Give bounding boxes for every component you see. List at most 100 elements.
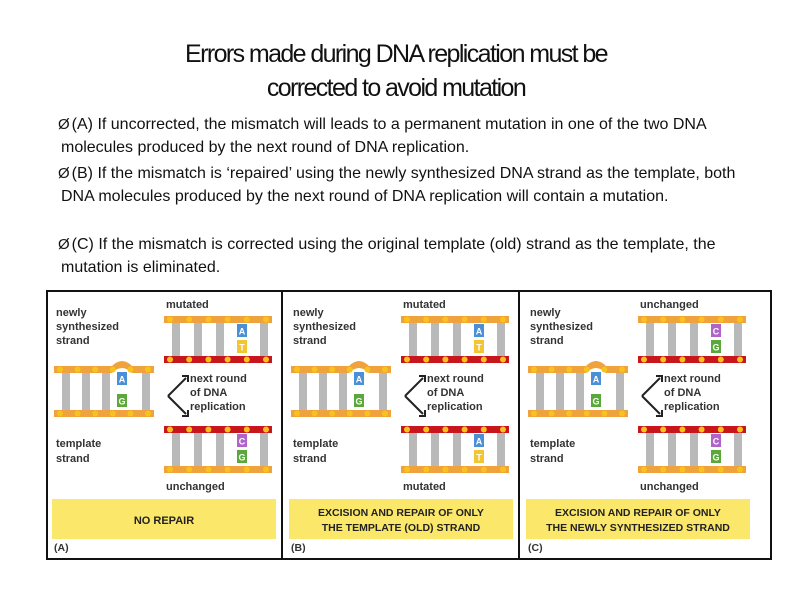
phosphate-dot	[500, 316, 506, 323]
phosphate-dot	[186, 426, 193, 433]
next-round-label: replication	[427, 401, 483, 413]
newly-synthesized-label: strand	[530, 335, 564, 347]
phosphate-dot	[641, 466, 647, 473]
phosphate-dot	[737, 356, 743, 363]
phosphate-dot	[205, 466, 212, 473]
base-letter: C	[239, 437, 246, 447]
phosphate-dot	[329, 410, 336, 417]
dna-backbone	[401, 356, 509, 363]
dna-backbone	[638, 466, 746, 473]
base-letter: G	[712, 453, 719, 463]
phosphate-dot	[263, 426, 269, 433]
phosphate-dot	[548, 410, 555, 417]
dna-backbone	[638, 316, 746, 323]
next-round-label: replication	[664, 401, 720, 413]
phosphate-dot	[566, 410, 573, 417]
base-A	[591, 372, 601, 385]
arrow-up-icon	[404, 377, 424, 397]
newly-synthesized-label: synthesized	[293, 321, 356, 333]
next-round-label: of DNA	[427, 387, 464, 399]
base-letter: A	[239, 327, 246, 337]
base-C	[711, 324, 721, 337]
phosphate-dot	[186, 466, 193, 473]
base-rung	[497, 433, 505, 466]
phosphate-dot	[263, 356, 269, 363]
panel-letter: (A)	[54, 542, 69, 554]
phosphate-dot	[717, 356, 724, 363]
next-round-label: of DNA	[190, 387, 227, 399]
backbone-strand	[528, 361, 628, 373]
phosphate-dot	[641, 426, 647, 433]
phosphate-dot	[224, 466, 231, 473]
base-rung	[102, 373, 110, 410]
phosphate-dot	[566, 366, 573, 373]
base-letter: G	[355, 397, 362, 407]
phosphate-dot	[698, 466, 705, 473]
base-letter: T	[239, 343, 245, 353]
backbone-strand	[401, 356, 509, 363]
arrowhead-icon	[419, 375, 426, 382]
backbone-strand	[291, 361, 391, 373]
phosphate-dot	[698, 356, 705, 363]
base-rung	[497, 323, 505, 356]
phosphate-dot	[382, 366, 388, 373]
base-rung	[409, 433, 417, 466]
panel-c: newlysynthesizedstrandtemplatestrandAGun…	[526, 299, 750, 554]
arrow-up-icon	[641, 377, 661, 397]
phosphate-dot	[263, 316, 269, 323]
phosphate-dot	[423, 356, 430, 363]
backbone-strand	[291, 410, 391, 417]
panel-letter: (C)	[528, 542, 543, 554]
phosphate-dot	[311, 366, 318, 373]
newly-synthesized-label: newly	[293, 307, 324, 319]
phosphate-dot	[679, 426, 686, 433]
dna-backbone	[164, 466, 272, 473]
backbone-strand	[54, 410, 154, 417]
phosphate-dot	[461, 356, 468, 363]
base-letter: G	[238, 453, 245, 463]
caption-text: THE NEWLY SYNTHESIZED STRAND	[546, 522, 730, 534]
arrow-up-icon	[167, 377, 187, 397]
template-strand-label: template	[293, 438, 338, 450]
base-rung	[216, 433, 224, 466]
phosphate-dot	[311, 410, 318, 417]
base-A	[354, 372, 364, 385]
arrowhead-icon	[656, 375, 663, 382]
top-duplex-status: mutated	[403, 299, 446, 311]
base-rung	[668, 433, 676, 466]
base-rung	[409, 323, 417, 356]
dna-backbone	[401, 466, 509, 473]
phosphate-dot	[145, 366, 151, 373]
phosphate-dot	[74, 366, 81, 373]
dna-backbone	[638, 426, 746, 433]
caption-text: THE TEMPLATE (OLD) STRAND	[322, 522, 481, 534]
phosphate-dot	[531, 410, 537, 417]
base-C	[237, 434, 247, 447]
phosphate-dot	[423, 466, 430, 473]
phosphate-dot	[109, 410, 116, 417]
bullet-arrow-icon: Ø	[58, 165, 70, 182]
template-strand-label: strand	[293, 453, 327, 465]
arrow-down-icon	[404, 395, 424, 415]
phosphate-dot	[127, 410, 134, 417]
base-rung	[260, 323, 268, 356]
base-A	[117, 372, 127, 385]
base-rung	[646, 433, 654, 466]
phosphate-dot	[737, 426, 743, 433]
phosphate-dot	[224, 356, 231, 363]
base-letter: C	[713, 437, 720, 447]
phosphate-dot	[329, 366, 336, 373]
phosphate-dot	[480, 426, 487, 433]
bullet-arrow-icon: Ø	[58, 236, 70, 253]
dna-backbone	[164, 316, 272, 323]
backbone-strand	[54, 361, 154, 373]
phosphate-dot	[294, 366, 300, 373]
phosphate-dot	[423, 426, 430, 433]
phosphate-dot	[737, 466, 743, 473]
base-letter: A	[476, 437, 483, 447]
phosphate-dot	[364, 366, 371, 373]
caption-text: EXCISION AND REPAIR OF ONLY	[318, 507, 484, 519]
base-G	[237, 450, 247, 463]
phosphate-dot	[679, 316, 686, 323]
base-rung	[260, 433, 268, 466]
